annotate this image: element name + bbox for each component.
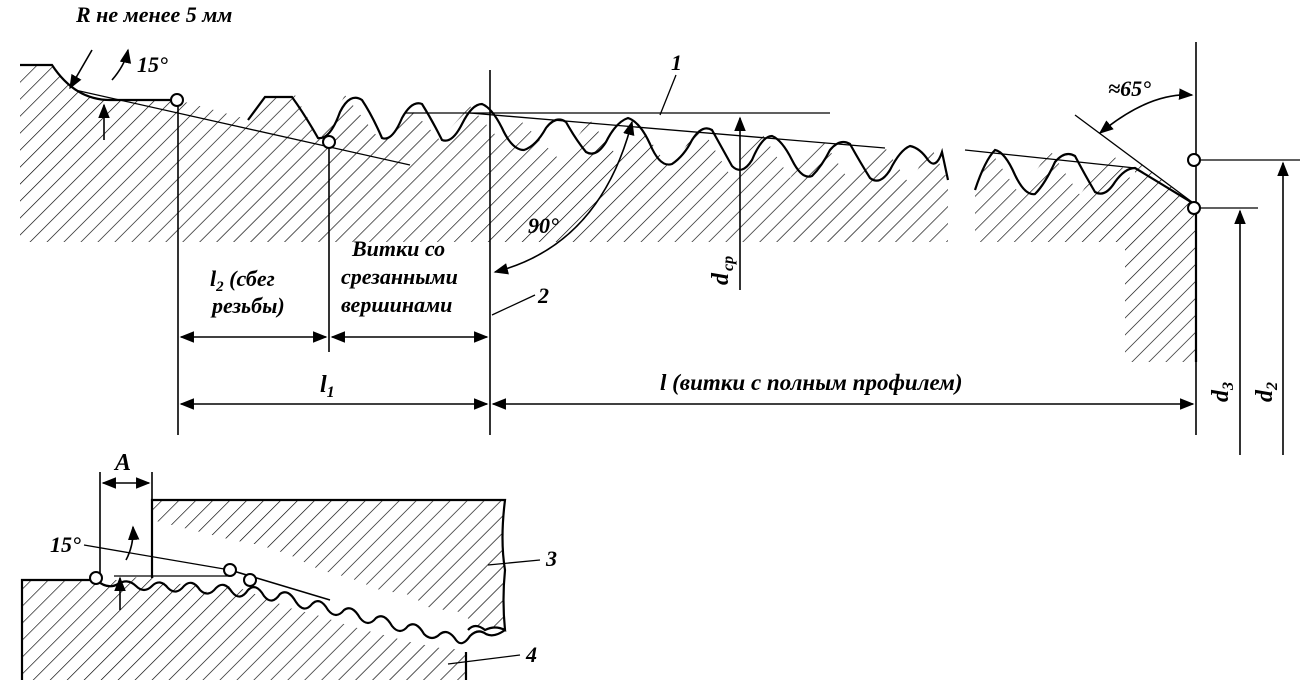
leader-callout-2 <box>491 294 536 316</box>
ref-point-shoulder <box>170 93 184 107</box>
d2-label: d2 <box>1252 382 1281 402</box>
cut-crests-line3: вершинами <box>341 292 452 317</box>
d3-label: d3 <box>1208 382 1237 402</box>
angle-arc-15-lower <box>125 525 140 561</box>
dim-A-label: A <box>113 450 131 476</box>
part-3-hatched <box>152 500 505 630</box>
pitch-cone-line-right <box>964 149 1136 169</box>
radius-note-label: R не менее 5 мм <box>75 2 232 27</box>
l-full-label: l (витки с полным профилем) <box>660 370 963 395</box>
angle-arc-65 <box>1098 88 1194 134</box>
l1-label: l1 <box>320 372 335 401</box>
angle-15-bottom-line <box>83 544 231 571</box>
leader-callout-1 <box>659 74 677 116</box>
ref-point-runout-end <box>322 135 336 149</box>
callout-1-label: 1 <box>671 50 682 75</box>
callout-2-label: 2 <box>537 283 549 308</box>
angle-65-label: ≈65° <box>1108 76 1151 101</box>
chamfer-line <box>1074 114 1197 206</box>
angle-15-lower-label: 15° <box>50 532 81 557</box>
ref-point-d3 <box>1187 201 1201 215</box>
leader-callout-4 <box>447 654 521 665</box>
runout-slope-line <box>74 89 411 166</box>
callout-3-label: 3 <box>545 546 557 571</box>
svg-text:dср: dср <box>708 256 737 285</box>
pitch-cone-line-left <box>469 112 886 149</box>
radius-leader <box>69 49 93 90</box>
part-3-outline <box>150 498 507 632</box>
shank-hatched-section-left <box>20 65 948 242</box>
thread-profile-left <box>247 95 950 182</box>
angle-90-label: 90° <box>528 213 559 238</box>
ref-point-d2 <box>1187 153 1201 167</box>
l2-label: l2 (сбег <box>210 266 275 295</box>
angle-15-top-label: 15° <box>137 52 168 77</box>
dcp-label: dср <box>708 256 737 285</box>
cut-crests-line1: Витки со <box>351 236 445 261</box>
ref-point-lower-end <box>243 573 257 587</box>
cut-crests-line2: срезанными <box>341 264 458 289</box>
part-4-outline <box>20 578 96 680</box>
l2-note-line2: резьбы) <box>210 293 285 318</box>
leader-callout-3 <box>487 559 541 566</box>
shank-hatched-section-right <box>975 150 1196 362</box>
angle-arc-15-top <box>111 48 132 81</box>
svg-text:d3: d3 <box>1208 382 1237 402</box>
lower-assembly: A 15° 3 4 <box>20 450 557 680</box>
part-4-hatched <box>22 575 466 680</box>
callout-4-label: 4 <box>525 642 537 667</box>
ref-point-lower-start <box>89 571 103 585</box>
ref-point-lower-mid <box>223 563 237 577</box>
upper-threaded-part: R не менее 5 мм 15° 1 ≈65° 90° 2 l2 (сбе… <box>20 2 1300 455</box>
angle-arc-90 <box>493 120 635 275</box>
svg-text:d2: d2 <box>1252 382 1281 402</box>
mating-thread-profile <box>95 579 506 645</box>
